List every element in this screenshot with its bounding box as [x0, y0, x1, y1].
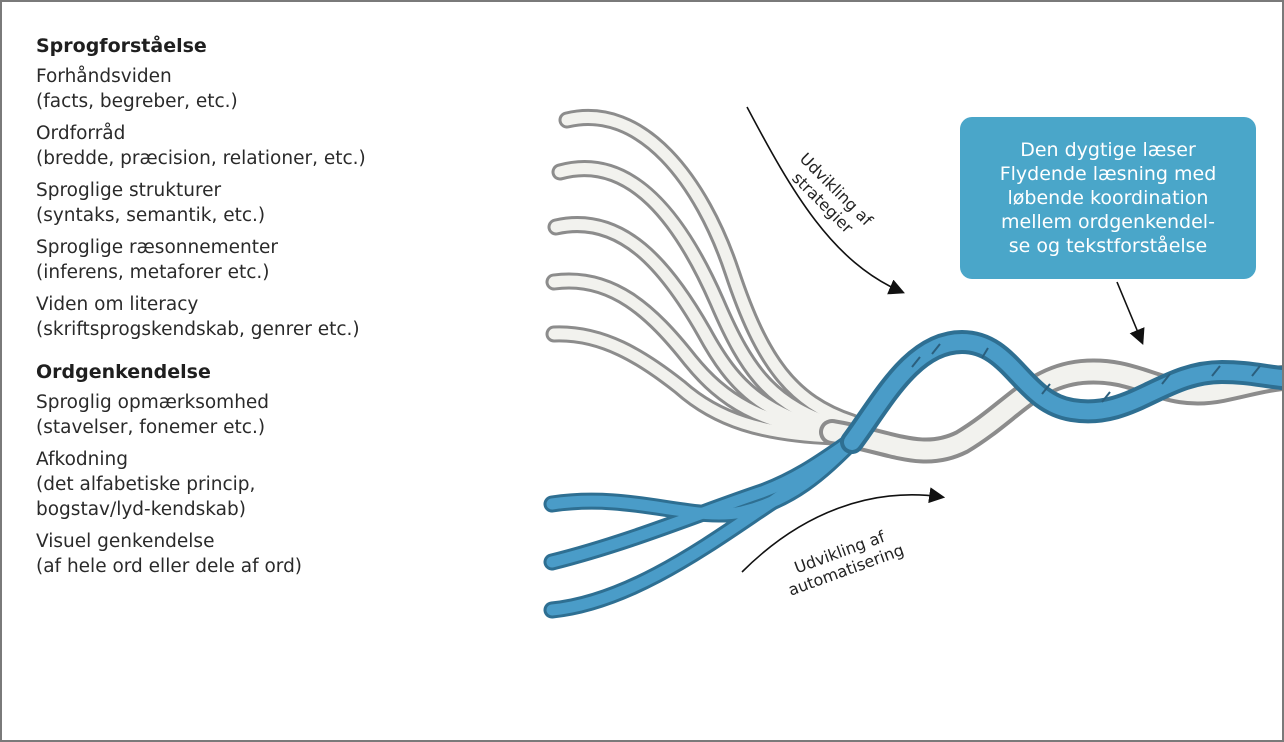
list-item: Afkodning (det alfabetiske princip, bogs… — [36, 447, 456, 522]
item-detail: (syntaks, semantik, etc.) — [36, 203, 456, 228]
item-name: Sproglig opmærksomhed — [36, 390, 456, 415]
item-name: Forhåndsviden — [36, 64, 456, 89]
item-detail: bogstav/lyd-kendskab) — [36, 497, 456, 522]
item-detail: (facts, begreber, etc.) — [36, 89, 456, 114]
list-item: Forhåndsviden (facts, begreber, etc.) — [36, 64, 456, 114]
list-item: Ordforråd (bredde, præcision, relationer… — [36, 121, 456, 171]
callout-line: mellem ordgenkendel- — [960, 210, 1256, 234]
list-item: Viden om literacy (skriftsprogskendskab,… — [36, 292, 456, 342]
item-name: Sproglige ræsonnementer — [36, 235, 456, 260]
callout-line: Den dygtige læser — [960, 138, 1256, 162]
list-item: Sproglige strukturer (syntaks, semantik,… — [36, 178, 456, 228]
item-name: Visuel genkendelse — [36, 529, 456, 554]
item-name: Ordforråd — [36, 121, 456, 146]
item-detail: (stavelser, fonemer etc.) — [36, 415, 456, 440]
item-name: Sproglige strukturer — [36, 178, 456, 203]
strand-list: Sprogforståelse Forhåndsviden (facts, be… — [36, 34, 456, 586]
callout-line: løbende koordination — [960, 186, 1256, 210]
list-item: Sproglig opmærksomhed (stavelser, foneme… — [36, 390, 456, 440]
comprehension-heading: Sprogforståelse — [36, 34, 456, 58]
callout-pointer — [1117, 282, 1142, 342]
item-name: Afkodning — [36, 447, 456, 472]
list-item: Visuel genkendelse (af hele ord eller de… — [36, 529, 456, 579]
callout-line: se og tekstforståelse — [960, 234, 1256, 258]
skilled-reader-callout: Den dygtige læser Flydende læsning med l… — [960, 117, 1256, 279]
item-detail: (det alfabetiske princip, — [36, 472, 456, 497]
item-detail: (skriftsprogskendskab, genrer etc.) — [36, 317, 456, 342]
item-name: Viden om literacy — [36, 292, 456, 317]
list-item: Sproglige ræsonnementer (inferens, metaf… — [36, 235, 456, 285]
item-detail: (bredde, præcision, relationer, etc.) — [36, 146, 456, 171]
callout-line: Flydende læsning med — [960, 162, 1256, 186]
item-detail: (af hele ord eller dele af ord) — [36, 554, 456, 579]
item-detail: (inferens, metaforer etc.) — [36, 260, 456, 285]
recognition-heading: Ordgenkendelse — [36, 360, 456, 384]
